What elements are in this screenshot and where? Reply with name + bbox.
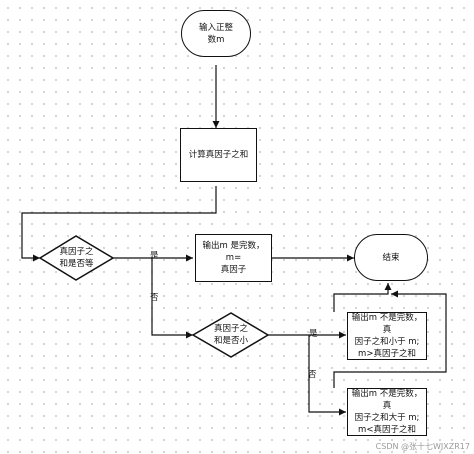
- edge-less-output-to-end: [333, 283, 392, 312]
- greater-than-output[interactable]: 输出m 不是完数，真 因子之和大于 m; m<真因子之和: [347, 388, 427, 436]
- perfect-number-output-text: 输出m 是完数，m= 真因子: [202, 241, 265, 275]
- decision-equal-check-shape: [38, 235, 115, 281]
- decision-less-check-text: 真因子之 和是否小: [213, 324, 248, 346]
- decision-equal-check-text: 真因子之 和是否等: [59, 247, 94, 269]
- end-terminal-text: 结束: [382, 252, 400, 263]
- decision-less-check[interactable]: 真因子之 和是否小: [202, 317, 260, 353]
- edge-label-less-no: 否: [308, 370, 317, 380]
- watermark: CSDN @张十七WJXZR17: [375, 442, 470, 451]
- end-terminal[interactable]: 结束: [354, 234, 428, 281]
- decision-equal-check[interactable]: 真因子之 和是否等: [48, 240, 105, 276]
- start-terminal[interactable]: 输入正整 数m: [181, 10, 251, 57]
- compute-sum-process[interactable]: 计算真因子之和: [180, 128, 257, 182]
- less-than-output-text: 输出m 不是完数，真 因子之和小于 m; m>真因子之和: [351, 313, 423, 359]
- compute-sum-text: 计算真因子之和: [188, 150, 249, 160]
- edge-equal-no-to-less-check: [151, 258, 193, 339]
- edge-greater-output-to-end: [333, 290, 447, 388]
- edge-label-equal-no: 否: [150, 293, 159, 303]
- edge-label-equal-yes: 是: [150, 251, 159, 261]
- perfect-number-output[interactable]: 输出m 是完数，m= 真因子: [195, 234, 272, 282]
- decision-less-check-shape: [191, 312, 270, 358]
- less-than-output[interactable]: 输出m 不是完数，真 因子之和小于 m; m>真因子之和: [347, 312, 427, 360]
- edge-less-no-to-greater-output: [308, 335, 346, 416]
- edge-label-less-yes: 是: [309, 329, 318, 339]
- edge-compute-to-equal-check: [21, 186, 217, 262]
- start-terminal-text: 输入正整 数m: [198, 22, 233, 45]
- greater-than-output-text: 输出m 不是完数，真 因子之和大于 m; m<真因子之和: [351, 389, 423, 435]
